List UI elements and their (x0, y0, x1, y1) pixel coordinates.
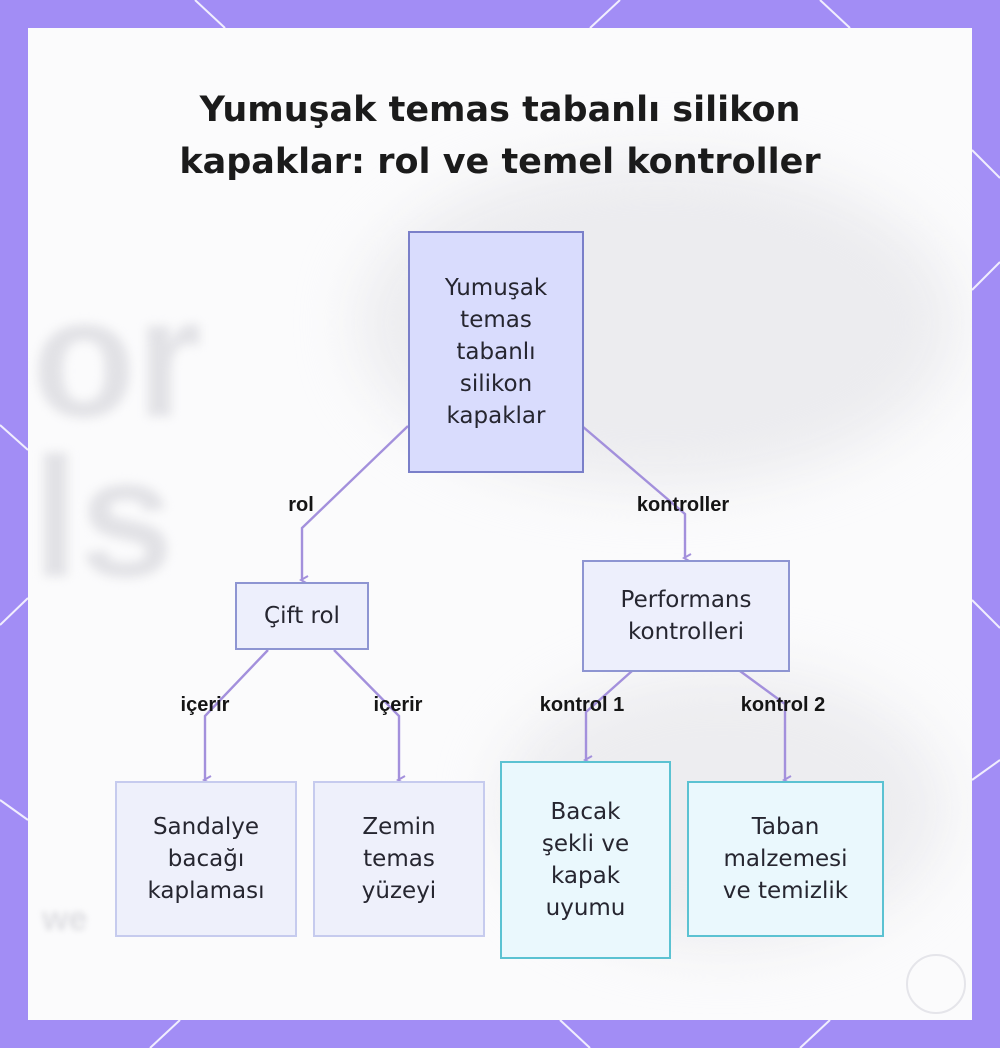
node-performans-kontrolleri: Performans kontrolleri (582, 560, 790, 672)
edge-label-kontrol-2: kontrol 2 (740, 694, 826, 716)
edge-line-icerir-2 (333, 649, 399, 780)
node-bacak-sekli: Bacak şekli ve kapak uyumu (500, 761, 671, 959)
edge-line-kontrol-2 (739, 670, 785, 780)
edge-label-kontrol-1: kontrol 1 (539, 694, 625, 716)
node-sandalye-bacagi: Sandalye bacağı kaplaması (115, 781, 297, 937)
diagram-card: or ls we Yumuşak temas tabanlı silikon k… (28, 28, 972, 1020)
diagram-title: Yumuşak temas tabanlı silikon kapaklar: … (179, 90, 821, 182)
edge-line-kontroller (581, 425, 685, 558)
edge-label-icerir-2: içerir (373, 694, 423, 716)
node-root: Yumuşak temas tabanlı silikon kapaklar (408, 231, 584, 473)
node-cift-rol: Çift rol (235, 582, 369, 650)
edge-line-rol (302, 425, 409, 580)
edge-line-icerir-1 (205, 649, 269, 780)
edge-line-kontrol-1 (586, 670, 633, 760)
node-taban-malzemesi: Taban malzemesi ve temizlik (687, 781, 884, 937)
background-blur-small-text: we (42, 900, 88, 938)
watermark-logo-icon (906, 954, 966, 1014)
background-blur-text: or ls (32, 263, 202, 613)
edge-label-rol: rol (288, 494, 314, 516)
node-zemin-temas: Zemin temas yüzeyi (313, 781, 485, 937)
edge-label-icerir-1: içerir (180, 694, 230, 716)
edge-label-kontroller: kontroller (636, 494, 730, 516)
connector-lines (28, 425, 972, 1020)
